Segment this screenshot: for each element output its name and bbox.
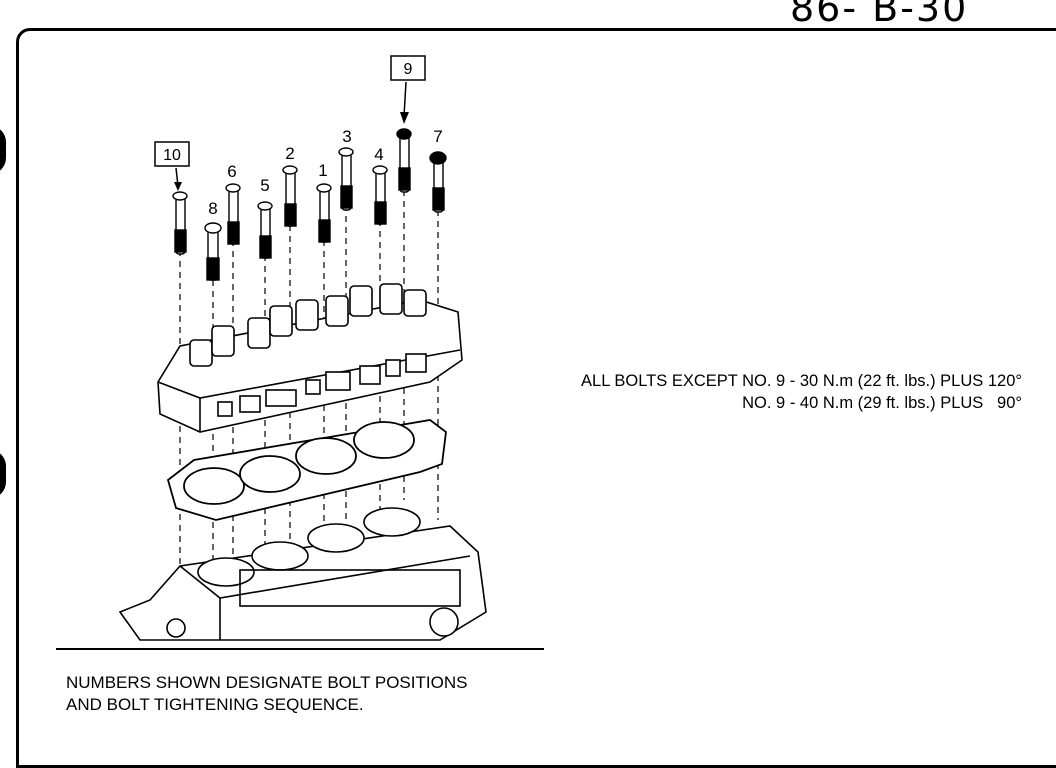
binder-hole-bottom (0, 450, 6, 498)
bolt-6 (225, 183, 241, 245)
page-code: 86- B-30 (790, 0, 969, 30)
torque-spec-line-1: ALL BOLTS EXCEPT NO. 9 - 30 N.m (22 ft. … (581, 372, 1022, 390)
bolt-label-6: 6 (227, 162, 236, 181)
bolt-1 (316, 183, 332, 243)
torque-specification: ALL BOLTS EXCEPT NO. 9 - 30 N.m (22 ft. … (581, 370, 1022, 414)
intake-ports (217, 353, 427, 417)
binder-hole-top (0, 126, 6, 174)
bolt-2 (282, 165, 298, 227)
bolt-label-1: 1 (318, 161, 327, 180)
cylinder-head-diagram: 8 6 5 2 1 3 4 7 10 9 (118, 55, 487, 641)
bolt-label-10: 10 (163, 147, 181, 164)
footnote-line-2: AND BOLT TIGHTENING SEQUENCE. (66, 695, 364, 714)
torque-spec-line-2: NO. 9 - 40 N.m (29 ft. lbs.) PLUS 90° (742, 394, 1022, 412)
bolt-5 (257, 201, 273, 259)
bolt-10 (172, 191, 188, 255)
head-bolts (172, 128, 447, 281)
bolt-label-5: 5 (260, 176, 269, 195)
footnote-divider (56, 648, 544, 650)
bolt-label-3: 3 (342, 127, 351, 146)
engine-block (118, 507, 487, 641)
bolt-label-2: 2 (285, 144, 294, 163)
bolt-label-9: 9 (404, 61, 413, 78)
bolt-label-7: 7 (433, 127, 442, 146)
head-gasket (166, 419, 447, 521)
cylinder-head (157, 283, 463, 433)
bolt-label-8: 8 (208, 199, 217, 218)
bolt-4 (372, 165, 388, 225)
bolt-8 (204, 222, 222, 281)
bolt-number-labels: 8 6 5 2 1 3 4 7 (208, 127, 442, 218)
bolt-9 (396, 128, 412, 193)
valve-springs (189, 283, 427, 367)
bolt-label-4: 4 (374, 145, 383, 164)
bolt-3 (338, 147, 354, 211)
footnote: NUMBERS SHOWN DESIGNATE BOLT POSITIONS A… (66, 672, 467, 716)
boxed-label-10-group: 10 (154, 141, 190, 191)
footnote-line-1: NUMBERS SHOWN DESIGNATE BOLT POSITIONS (66, 673, 468, 692)
boxed-label-9-group: 9 (390, 55, 426, 124)
bolt-7 (429, 151, 447, 213)
